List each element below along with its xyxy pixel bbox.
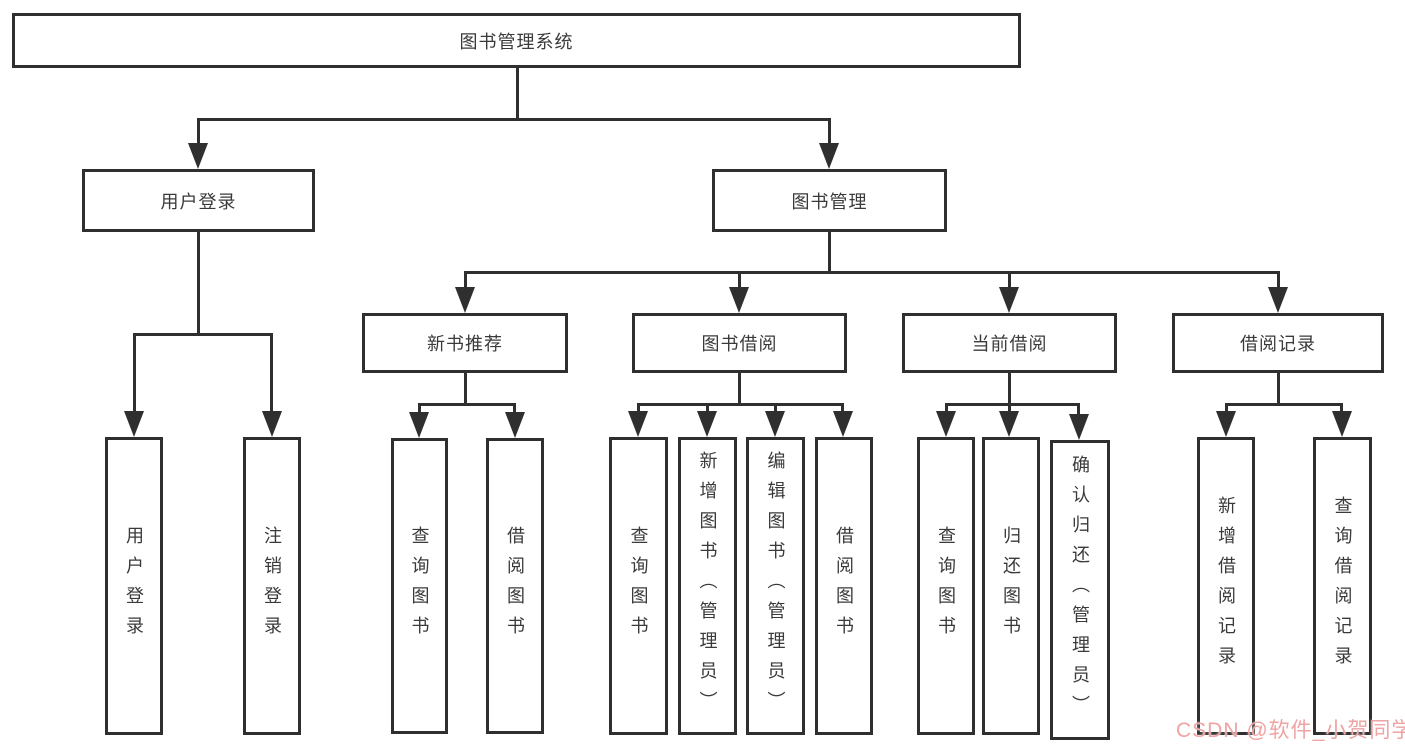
node-label: 图书借阅 bbox=[701, 334, 778, 354]
node-leaf-add-books-admin: 新增图书（管理员） bbox=[678, 437, 737, 735]
connector-book-mgmt-stem bbox=[828, 232, 831, 273]
node-label: 图书管理 bbox=[791, 191, 868, 212]
csdn-watermark: CSDN @软件_小贺同学 bbox=[1176, 719, 1405, 742]
connector-drop bbox=[1225, 403, 1228, 415]
node-leaf-query-books: 查询图书 bbox=[917, 437, 975, 735]
connector-new-book-rec-bus bbox=[418, 403, 516, 406]
arrowhead-down-icon bbox=[124, 411, 144, 437]
arrowhead-down-icon bbox=[188, 143, 208, 169]
connector-drop bbox=[513, 403, 516, 415]
node-label: 查询借阅记录 bbox=[1332, 496, 1353, 676]
arrowhead-down-icon bbox=[455, 287, 475, 313]
arrowhead-down-icon bbox=[999, 411, 1019, 437]
node-label: 新增借阅记录 bbox=[1216, 496, 1236, 676]
node-leaf-borrow-books: 借阅图书 bbox=[815, 437, 873, 735]
connector-new-book-rec-stem bbox=[464, 373, 467, 405]
arrowhead-down-icon bbox=[833, 411, 853, 437]
node-user-login-group: 用户登录 bbox=[82, 169, 315, 232]
node-leaf-add-borrow-record: 新增借阅记录 bbox=[1197, 437, 1255, 735]
node-library-system-root: 图书管理系统 bbox=[12, 13, 1021, 68]
connector-drop bbox=[1008, 403, 1011, 415]
connector-drop-book-mgmt bbox=[828, 118, 831, 148]
node-leaf-return-books: 归还图书 bbox=[982, 437, 1040, 735]
node-label: 用户登录 bbox=[160, 191, 237, 212]
arrowhead-down-icon bbox=[697, 411, 717, 437]
node-leaf-edit-books-admin: 编辑图书（管理员） bbox=[746, 437, 805, 735]
node-book-borrowing: 图书借阅 bbox=[632, 313, 847, 373]
connector-drop bbox=[1340, 403, 1343, 415]
node-label: 图书管理系统 bbox=[459, 31, 574, 52]
arrowhead-down-icon bbox=[505, 412, 525, 438]
connector-borrow-records-bus bbox=[1225, 403, 1343, 406]
connector-drop-logout-leaf bbox=[270, 333, 273, 415]
node-leaf-logout: 注销登录 bbox=[243, 437, 301, 735]
connector-user-login-bus bbox=[133, 333, 273, 336]
connector-drop bbox=[841, 403, 844, 415]
node-label: 借阅记录 bbox=[1240, 334, 1316, 354]
connector-root-stem bbox=[516, 68, 519, 120]
arrowhead-down-icon bbox=[819, 143, 839, 169]
node-leaf-user-login: 用户登录 bbox=[105, 437, 163, 735]
arrowhead-down-icon bbox=[262, 411, 282, 437]
connector-drop-book-borrow bbox=[738, 271, 741, 291]
node-label: 借阅图书 bbox=[834, 526, 854, 646]
arrowhead-down-icon bbox=[1216, 411, 1236, 437]
connector-current-borrow-bus bbox=[945, 403, 1080, 406]
node-label: 查询图书 bbox=[628, 526, 649, 646]
connector-drop bbox=[945, 403, 948, 415]
connector-current-borrow-stem bbox=[1008, 373, 1011, 405]
arrowhead-down-icon bbox=[729, 287, 749, 313]
arrowhead-down-icon bbox=[1069, 414, 1089, 440]
connector-drop-borrow-records bbox=[1277, 271, 1280, 291]
connector-drop bbox=[706, 403, 709, 415]
node-label: 编辑图书（管理员） bbox=[765, 451, 786, 721]
connector-drop-user-login-group bbox=[197, 118, 200, 148]
node-leaf-confirm-return-admin: 确认归还（管理员） bbox=[1050, 440, 1110, 740]
connector-level2-bus bbox=[197, 118, 830, 121]
connector-drop-current-borrow bbox=[1008, 271, 1011, 291]
node-label: 新书推荐 bbox=[427, 334, 503, 354]
arrowhead-down-icon bbox=[765, 411, 785, 437]
node-leaf-borrow-books: 借阅图书 bbox=[486, 438, 544, 734]
node-label: 用户登录 bbox=[124, 526, 144, 646]
arrowhead-down-icon bbox=[409, 412, 429, 438]
connector-level3-bus bbox=[464, 271, 1280, 274]
node-new-book-recommend: 新书推荐 bbox=[362, 313, 568, 373]
node-current-borrowing: 当前借阅 bbox=[902, 313, 1117, 373]
node-book-management: 图书管理 bbox=[712, 169, 947, 232]
node-leaf-query-books: 查询图书 bbox=[391, 438, 448, 734]
connector-drop-new-book-rec bbox=[464, 271, 467, 291]
connector-book-borrow-stem bbox=[738, 373, 741, 405]
connector-drop bbox=[418, 403, 421, 415]
node-leaf-query-books: 查询图书 bbox=[609, 437, 668, 735]
node-label: 确认归还（管理员） bbox=[1070, 455, 1090, 725]
arrowhead-down-icon bbox=[628, 411, 648, 437]
connector-book-borrow-bus bbox=[637, 403, 843, 406]
node-label: 借阅图书 bbox=[505, 526, 525, 646]
arrowhead-down-icon bbox=[936, 411, 956, 437]
connector-drop bbox=[637, 403, 640, 415]
arrowhead-down-icon bbox=[999, 287, 1019, 313]
node-label: 注销登录 bbox=[262, 526, 282, 646]
node-label: 查询图书 bbox=[936, 526, 956, 646]
connector-drop bbox=[1077, 403, 1080, 418]
node-label: 新增图书（管理员） bbox=[697, 451, 718, 721]
connector-drop bbox=[774, 403, 777, 415]
node-label: 当前借阅 bbox=[971, 334, 1048, 354]
arrowhead-down-icon bbox=[1332, 411, 1352, 437]
node-leaf-query-borrow-record: 查询借阅记录 bbox=[1313, 437, 1372, 735]
connector-borrow-records-stem bbox=[1277, 373, 1280, 405]
node-borrow-records: 借阅记录 bbox=[1172, 313, 1384, 373]
connector-user-login-stem bbox=[197, 232, 200, 335]
node-label: 归还图书 bbox=[1001, 526, 1021, 646]
connector-drop-user-login-leaf bbox=[133, 333, 136, 415]
node-label: 查询图书 bbox=[409, 526, 430, 646]
arrowhead-down-icon bbox=[1268, 287, 1288, 313]
